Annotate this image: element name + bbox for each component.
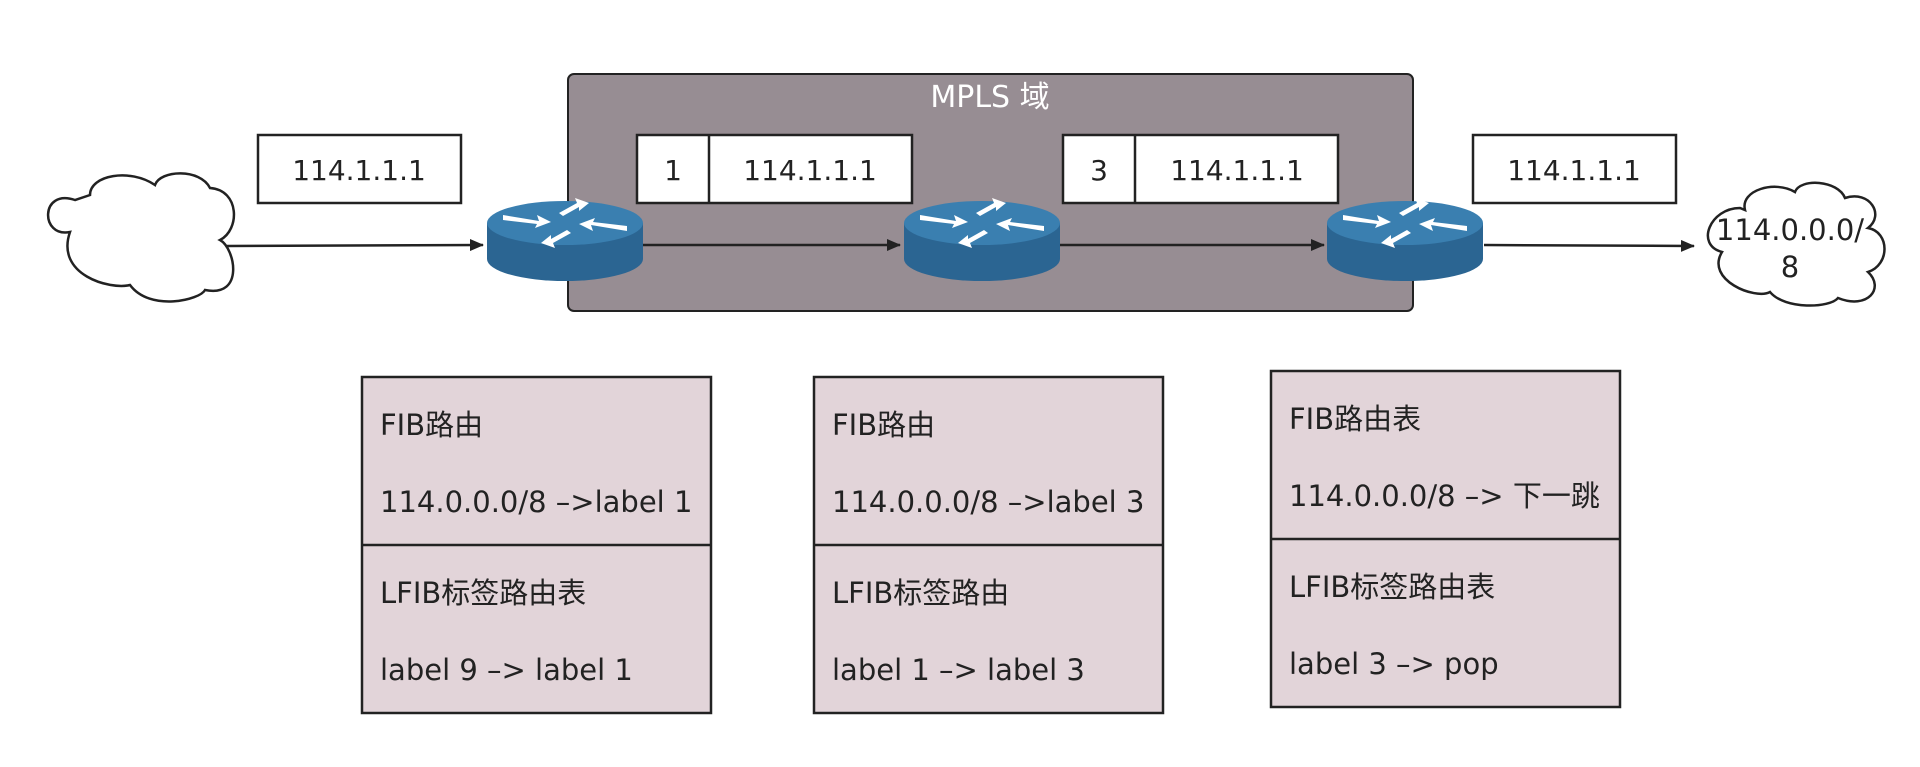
packet-hop1-ip: 114.1.1.1 bbox=[743, 154, 877, 187]
source-cloud bbox=[46, 172, 236, 303]
router-icon bbox=[904, 198, 1060, 281]
destination-cloud: 114.0.0.0/ 8 bbox=[1706, 181, 1886, 307]
fib-title: FIB路由 bbox=[832, 408, 935, 442]
packet-egress-ip: 114.1.1.1 bbox=[1507, 154, 1641, 187]
mpls-domain: MPLS 域 bbox=[567, 73, 1414, 312]
lfib-title: LFIB标签路由表 bbox=[380, 576, 586, 610]
fib-entry: 114.0.0.0/8 –>label 1 bbox=[380, 485, 692, 519]
packet-egress: 114.1.1.1 bbox=[1471, 133, 1678, 205]
fib-entry: 114.0.0.0/8 –> 下一跳 bbox=[1289, 479, 1600, 513]
packet-ingress: 114.1.1.1 bbox=[256, 133, 463, 205]
router-ingress bbox=[487, 198, 643, 281]
routing-table-1: FIB路由 114.0.0.0/8 –>label 1 LFIB标签路由表 la… bbox=[360, 375, 713, 715]
packet-hop1: 1 114.1.1.1 bbox=[635, 133, 914, 205]
fib-title: FIB路由表 bbox=[1289, 402, 1421, 436]
arrow-right-icon bbox=[1483, 239, 1695, 252]
flow-arrows bbox=[225, 239, 1695, 252]
destination-line1: 114.0.0.0/ bbox=[1716, 213, 1864, 247]
mpls-domain-title: MPLS 域 bbox=[930, 80, 1049, 115]
router-icon bbox=[1327, 198, 1483, 281]
packet-ingress-ip: 114.1.1.1 bbox=[292, 154, 426, 187]
lfib-title: LFIB标签路由表 bbox=[1289, 570, 1495, 604]
packet-hop1-label: 1 bbox=[664, 154, 682, 187]
arrow-right-icon bbox=[225, 239, 484, 252]
lfib-entry: label 3 –> pop bbox=[1289, 647, 1499, 681]
lfib-title: LFIB标签路由 bbox=[832, 576, 1009, 610]
packet-hop2-ip: 114.1.1.1 bbox=[1170, 154, 1304, 187]
cloud-icon bbox=[1706, 181, 1886, 307]
routing-table-3: FIB路由表 114.0.0.0/8 –> 下一跳 LFIB标签路由表 labe… bbox=[1269, 369, 1622, 709]
lfib-entry: label 9 –> label 1 bbox=[380, 653, 633, 687]
packet-hop2-label: 3 bbox=[1090, 154, 1108, 187]
cloud-icon bbox=[46, 172, 236, 303]
destination-line2: 8 bbox=[1781, 250, 1799, 284]
router-icon bbox=[487, 198, 643, 281]
fib-title: FIB路由 bbox=[380, 408, 483, 442]
router-egress bbox=[1327, 198, 1483, 281]
routing-table-2: FIB路由 114.0.0.0/8 –>label 3 LFIB标签路由 lab… bbox=[812, 375, 1165, 715]
lfib-entry: label 1 –> label 3 bbox=[832, 653, 1085, 687]
router-core bbox=[904, 198, 1060, 281]
fib-entry: 114.0.0.0/8 –>label 3 bbox=[832, 485, 1144, 519]
packet-hop2: 3 114.1.1.1 bbox=[1061, 133, 1340, 205]
